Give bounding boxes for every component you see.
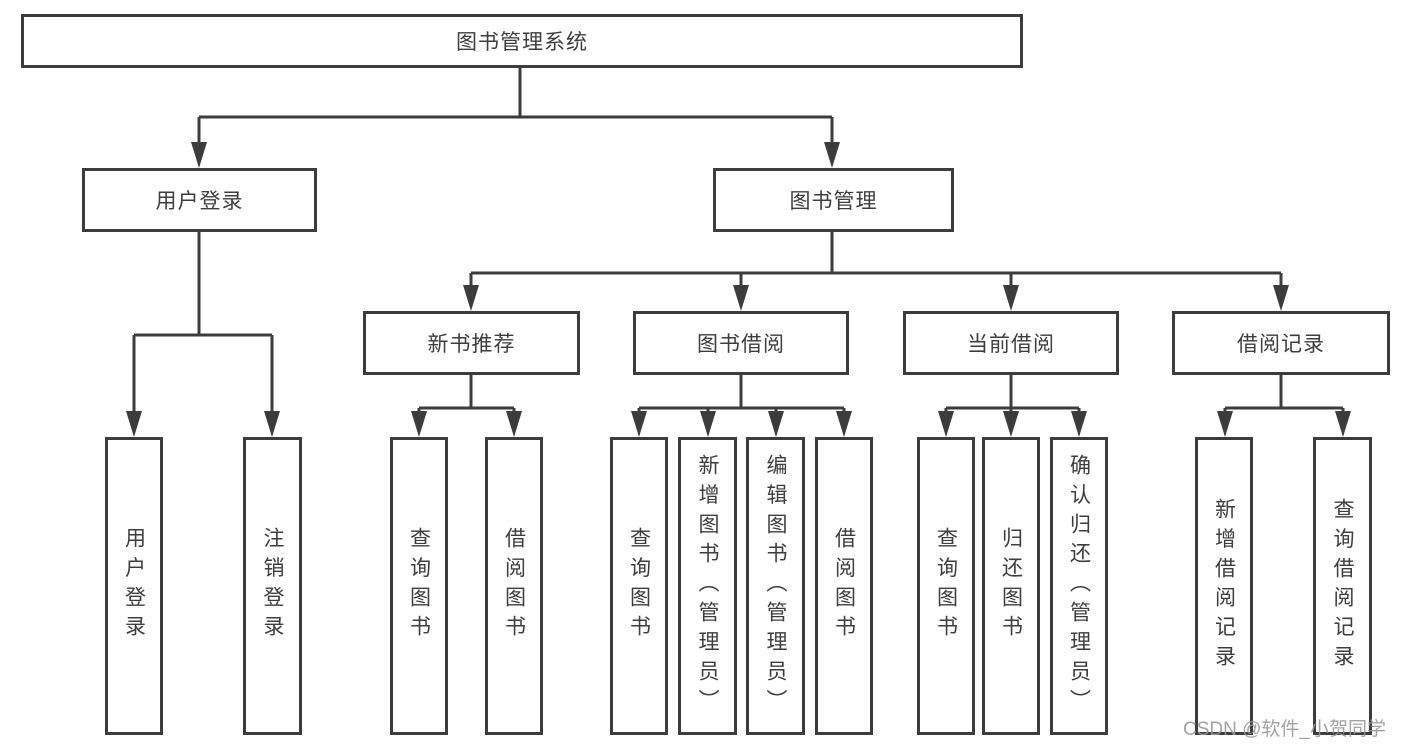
leaf-borrow-books-recommend: 借阅图书 <box>485 437 543 735</box>
node-borrowing-records: 借阅记录 <box>1172 311 1390 375</box>
node-book-management: 图书管理 <box>713 168 954 232</box>
node-current-borrowing-label: 当前借阅 <box>967 333 1055 356</box>
arrowheads <box>126 142 1351 437</box>
node-user-login: 用户登录 <box>82 168 317 232</box>
node-book-borrowing-label: 图书借阅 <box>697 333 785 356</box>
leaf-query-books-current-label: 查询图书 <box>934 527 958 645</box>
node-current-borrowing: 当前借阅 <box>903 311 1119 375</box>
node-borrowing-records-label: 借阅记录 <box>1237 333 1325 356</box>
leaf-edit-book-admin-label: 编辑图书（管理员） <box>764 453 787 719</box>
leaf-query-borrow-record: 查询借阅记录 <box>1313 437 1372 735</box>
leaf-return-book-label: 归还图书 <box>999 527 1023 645</box>
leaf-query-books-recommend: 查询图书 <box>390 437 448 735</box>
leaf-logout-label: 注销登录 <box>261 527 284 645</box>
leaf-query-books-current: 查询图书 <box>917 437 975 735</box>
node-book-borrowing: 图书借阅 <box>633 311 849 375</box>
leaf-confirm-return-admin-label: 确认归还（管理员） <box>1067 453 1091 719</box>
leaf-query-books-recommend-label: 查询图书 <box>407 527 431 645</box>
node-book-management-label: 图书管理 <box>789 190 878 213</box>
node-new-book-recommend: 新书推荐 <box>363 311 580 375</box>
node-user-login-label: 用户登录 <box>155 190 244 213</box>
leaf-add-borrow-record: 新增借阅记录 <box>1195 437 1253 735</box>
leaf-query-borrow-record-label: 查询借阅记录 <box>1331 497 1354 675</box>
leaf-add-borrow-record-label: 新增借阅记录 <box>1212 497 1236 675</box>
leaf-return-book: 归还图书 <box>982 437 1040 735</box>
leaf-add-book-admin: 新增图书（管理员） <box>678 437 737 735</box>
node-library-system: 图书管理系统 <box>21 14 1023 68</box>
leaf-add-book-admin-label: 新增图书（管理员） <box>696 453 719 719</box>
leaf-logout: 注销登录 <box>243 437 302 735</box>
leaf-confirm-return-admin: 确认归还（管理员） <box>1050 437 1108 735</box>
leaf-user-login-label: 用户登录 <box>122 527 146 645</box>
leaf-user-login: 用户登录 <box>105 437 163 735</box>
node-library-system-label: 图书管理系统 <box>456 31 588 54</box>
leaf-borrow-books-borrowing-label: 借阅图书 <box>832 527 856 645</box>
leaf-borrow-books-borrowing: 借阅图书 <box>815 437 873 735</box>
node-new-book-recommend-label: 新书推荐 <box>427 333 516 356</box>
watermark: CSDN @软件_小贺同学 <box>1183 719 1386 740</box>
leaf-borrow-books-recommend-label: 借阅图书 <box>502 527 526 645</box>
leaf-query-books-borrowing: 查询图书 <box>610 437 668 735</box>
leaf-edit-book-admin: 编辑图书（管理员） <box>746 437 805 735</box>
leaf-query-books-borrowing-label: 查询图书 <box>627 527 651 645</box>
